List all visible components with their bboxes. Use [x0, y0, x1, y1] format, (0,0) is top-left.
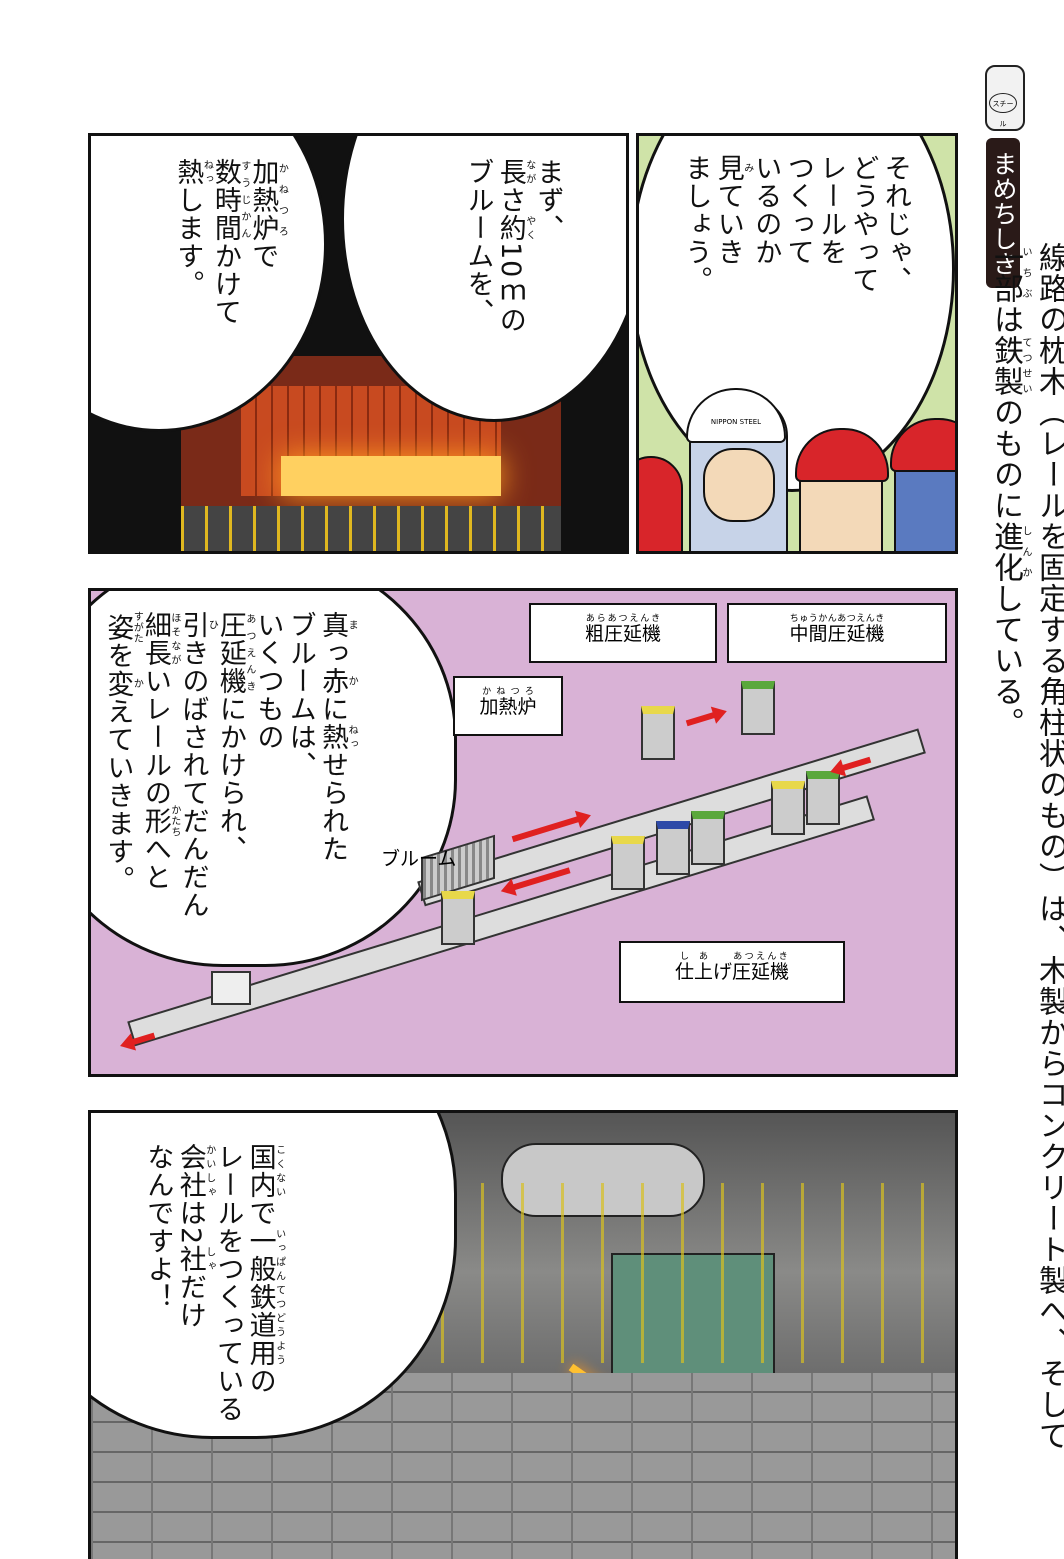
label-rough-mill: 粗圧延機あらあつえんき — [529, 603, 717, 663]
ruby-text: 見み — [712, 154, 753, 182]
ruby-text: 細長ほそなが — [139, 611, 180, 667]
ruby-text: 粗圧延機あらあつえんき — [584, 614, 661, 645]
puller — [211, 971, 251, 1005]
bubble-text-bloom: まず、長ながさ約やく10ｍのブルームを、 — [462, 158, 564, 335]
ruby-text: 姿すがた — [102, 611, 143, 644]
panel-heating-furnace: 加熱炉かねつろで数時間すうじかんかけて熱ねっします。 まず、長ながさ約やく10ｍ… — [88, 133, 629, 554]
ruby-text: 仕上しあ — [674, 952, 713, 983]
panel-rail-factory: 国内こくないで一般鉄道用いっぱんてつどうようのレールをつくっている会社かいしゃは… — [88, 1110, 958, 1559]
panel-rolling-diagram: 真まっ赤かに熱ねっせられたブルームは、いくつもの圧延機あつえんきにかけられ、引ひ… — [88, 588, 958, 1077]
sidebar-trivia: スチール まめちしき 線路せんろの枕木まくらぎ（レールを固定こていする角柱状かく… — [975, 60, 1064, 1500]
ruby-text: 枕木まくらぎ — [1033, 335, 1064, 397]
rough-mill — [641, 706, 675, 760]
ruby-text: 圧延機あつえんき — [214, 611, 255, 695]
label-intermediate-mill: 中間圧延機ちゅうかんあつえんき — [727, 603, 947, 663]
child-character-3 — [639, 456, 683, 551]
ruby-text: 製せい — [1033, 1265, 1064, 1296]
ruby-text: 鉄製てつせい — [988, 335, 1031, 397]
ruby-text: 数時間すうじかん — [209, 158, 250, 242]
ruby-text: 熱ねっ — [172, 158, 213, 186]
finishing-mill-2 — [656, 821, 690, 875]
ruby-text: 一般鉄道用いっぱんてつどうよう — [244, 1227, 285, 1367]
ruby-text: 固定こてい — [1033, 552, 1064, 614]
ruby-text: 形かたち — [139, 804, 180, 838]
ruby-text: 変か — [102, 669, 143, 698]
trivia-text: 線路せんろの枕木まくらぎ（レールを固定こていする角柱状かくちゅうじょうのもの）は… — [983, 242, 1064, 1500]
label-finishing-mill: 仕上しあげ圧延機あつえんき — [619, 941, 845, 1003]
ruby-text: 社しゃ — [174, 1245, 215, 1274]
bubble-text-companies: 国内こくないで一般鉄道用いっぱんてつどうようのレールをつくっている会社かいしゃは… — [142, 1143, 285, 1423]
ruby-text: 国内こくない — [244, 1143, 285, 1199]
ruby-text: 圧延機あつえんき — [732, 952, 790, 983]
ruby-text: 加熱炉かねつろ — [247, 158, 288, 242]
finishing-mill-1 — [611, 836, 645, 890]
ruby-text: 引ひ — [177, 611, 218, 639]
ruby-text: 角柱状かくちゅうじょう — [1033, 676, 1064, 769]
ruby-text: 赤か — [317, 667, 358, 695]
ruby-text: 会社かいしゃ — [174, 1143, 215, 1199]
ruby-text: 熱ねっ — [317, 723, 358, 751]
ruby-text: 約やく — [494, 214, 535, 242]
ruby-text: 進化しんか — [988, 521, 1031, 583]
ruby-text: 真ま — [317, 611, 358, 639]
ruby-text: 木製もくせい — [1033, 955, 1064, 1017]
finishing-mill-3 — [691, 811, 725, 865]
bubble-text-guide: それじゃ、どうやってレールをつくっているのか見みていきましょう。 — [680, 154, 911, 294]
trivia-badge: まめちしき — [986, 138, 1020, 288]
label-bloom: ブルーム — [381, 848, 457, 870]
child-character-2 — [890, 418, 955, 551]
child-character-1 — [795, 428, 889, 551]
ruby-text: 線路せんろ — [1033, 242, 1064, 304]
speech-bubble-rolling — [91, 591, 457, 967]
bubble-text-heating: 加熱炉かねつろで数時間すうじかんかけて熱ねっします。 — [172, 158, 288, 326]
steel-can-icon: スチール — [985, 65, 1025, 131]
panel-guide: それじゃ、どうやってレールをつくっているのか見みていきましょう。 NIPPON … — [636, 133, 958, 554]
guide-character: NIPPON STEEL — [686, 388, 788, 551]
ruby-text: 中間圧延機ちゅうかんあつえんき — [789, 614, 885, 645]
ruby-text: 一部いちぶ — [988, 242, 1031, 304]
factory-railings — [361, 1183, 955, 1363]
ruby-text: 加熱炉かねつろ — [479, 687, 537, 718]
intermediate-mill — [741, 681, 775, 735]
ruby-text: 長なが — [494, 158, 535, 186]
flow-arrow-2 — [685, 711, 717, 727]
bubble-text-rolling: 真まっ赤かに熱ねっせられたブルームは、いくつもの圧延機あつえんきにかけられ、引ひ… — [102, 611, 358, 919]
finishing-mill-4 — [441, 891, 475, 945]
mill-right-1 — [771, 781, 805, 835]
label-heating-furnace: 加熱炉かねつろ — [453, 676, 563, 736]
